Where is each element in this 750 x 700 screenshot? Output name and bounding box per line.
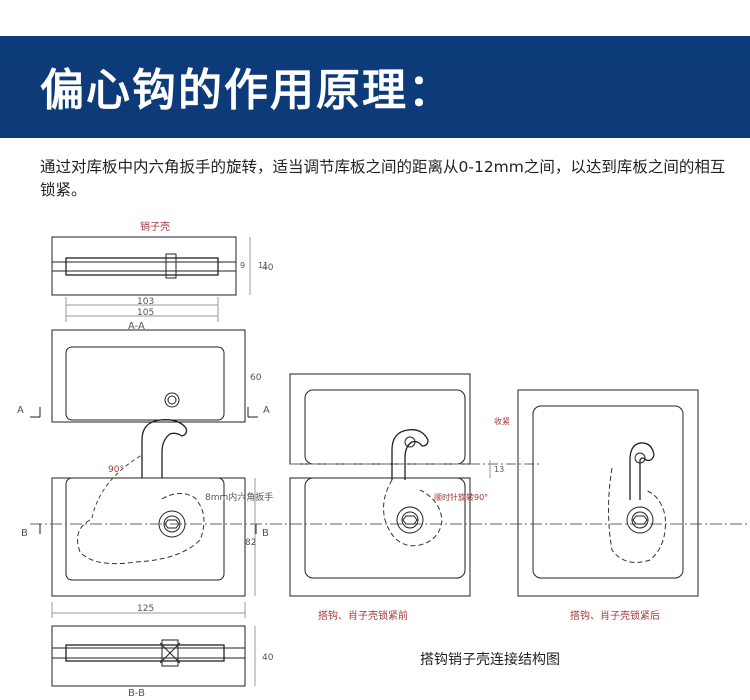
hook-rotated-outline: [77, 493, 205, 565]
middle-hook: [391, 429, 429, 480]
dim-40-top: 40: [262, 263, 274, 273]
main-caption: 搭钩销子壳连接结构图: [420, 651, 560, 668]
dim-11: 11: [258, 261, 268, 270]
section-marker-b-right-label: B: [262, 528, 269, 539]
top-view-panel: [51, 236, 237, 296]
section-aa-label: A-A: [128, 321, 145, 332]
dim-40-bottom: 40: [262, 653, 274, 663]
section-marker-a-right-label: A: [263, 405, 270, 416]
dim-9: 9: [240, 261, 245, 270]
right-panel: [517, 389, 699, 597]
shou-label: 收紧: [494, 416, 510, 426]
section-bb-pin-shell: [65, 644, 225, 662]
section-aa-pin-hole: [164, 392, 180, 408]
right-hook: [629, 442, 655, 500]
angle-label: 90°: [108, 465, 124, 475]
dim-103: 103: [137, 297, 154, 307]
rotate-label: 顺时针旋转90°: [434, 492, 488, 502]
dim-13: 13: [494, 465, 504, 474]
middle-hook-outline: [383, 479, 443, 547]
section-bb-hook: [161, 639, 179, 667]
title-banner: 偏心钩的作用原理：: [0, 36, 750, 138]
dim-60: 60: [250, 373, 262, 383]
rotation-arc: [91, 454, 143, 519]
middle-upper-panel: [289, 373, 471, 465]
top-view-pin-shell: [65, 257, 219, 276]
description-text: 通过对库板中内六角扳手的旋转，适当调节库板之间的距离从0-12mm之间，以达到库…: [40, 158, 726, 199]
page-title: 偏心钩的作用原理：: [40, 65, 454, 116]
section-bb-panel: [51, 625, 246, 687]
dim-125: 125: [137, 604, 154, 614]
wrench-label: 8mm内六角扳手: [205, 491, 273, 503]
section-aa-panel: [51, 329, 246, 423]
section-bb-label: B-B: [128, 688, 145, 699]
dim-105: 105: [137, 308, 154, 318]
hook-upright: [141, 419, 188, 478]
dim-82: 82: [245, 538, 256, 548]
top-view-hook: [165, 253, 177, 279]
caption-before: 搭钩、肖子壳锁紧前: [318, 609, 408, 622]
section-marker-a-left-label: A: [17, 405, 24, 416]
middle-cam: [396, 506, 424, 534]
main-panel-left-inner: [65, 477, 225, 581]
right-cam: [626, 506, 654, 534]
section-aa-inner: [65, 346, 225, 421]
top-view-label: 销子壳: [140, 220, 170, 233]
section-marker-b-left-label: B: [21, 528, 28, 539]
right-hook-outline: [608, 467, 666, 563]
caption-after: 搭钩、肖子壳锁紧后: [570, 609, 660, 622]
